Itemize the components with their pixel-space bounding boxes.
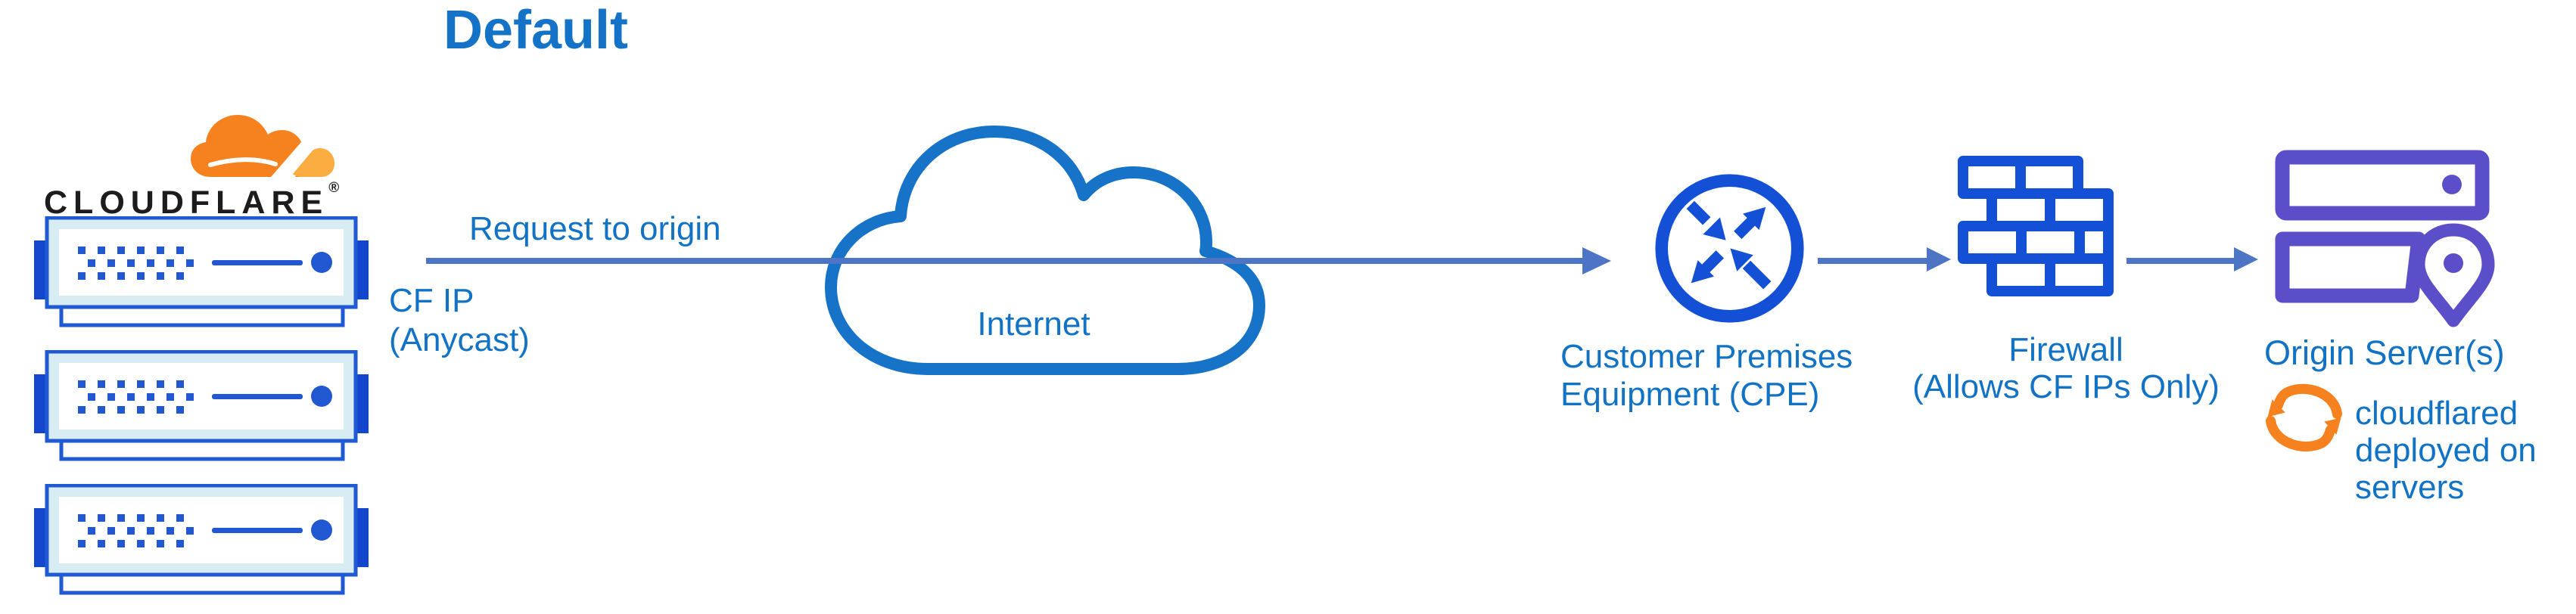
request-arrow-line [426,258,1582,264]
cpe-to-firewall-arrow-line [1818,258,1928,264]
request-label: Request to origin [469,210,721,247]
firewall-label-line1: Firewall [2008,331,2123,368]
internet-label: Internet [977,305,1090,343]
cpe-label-line2: Equipment (CPE) [1560,376,1820,413]
location-pin-icon [2412,223,2495,327]
cloudflare-wordmark: CLOUDFLARE® [44,180,339,222]
cloudflared-sync-icon [2265,383,2343,451]
firewall-to-origin-arrowhead-icon [2234,247,2258,271]
cpe-label-line1: Customer Premises [1560,338,1853,375]
origin-label: Origin Server(s) [2264,333,2505,372]
cloudflare-wordmark-text: CLOUDFLARE [44,185,329,221]
cf-ip-label-line1: CF IP [389,282,474,319]
firewall-label: Firewall (Allows CF IPs Only) [1892,331,2240,405]
internet-cloud-icon [825,126,1265,375]
firewall-brick-icon [1958,156,2114,296]
cloudflare-server-icon [34,350,369,465]
cpe-router-icon [1655,174,1804,323]
firewall-to-origin-arrow-line [2126,258,2235,264]
cloudflare-server-icon [34,216,369,331]
cpe-to-firewall-arrowhead-icon [1927,247,1951,271]
registered-mark: ® [328,180,340,196]
diagram-title: Default [443,0,629,60]
cpe-label: Customer Premises Equipment (CPE) [1560,338,1853,414]
origin-server-icon [2275,150,2495,327]
cf-ip-label-line2: (Anycast) [389,321,530,358]
cloudflared-note: cloudflared deployed on servers [2355,395,2537,506]
request-arrowhead-icon [1582,247,1611,274]
cloudflare-server-icon [34,484,369,599]
cf-ip-label: CF IP (Anycast) [389,281,530,360]
cloudflare-logo-cloud-icon [191,115,334,177]
firewall-label-line2: (Allows CF IPs Only) [1912,368,2220,405]
